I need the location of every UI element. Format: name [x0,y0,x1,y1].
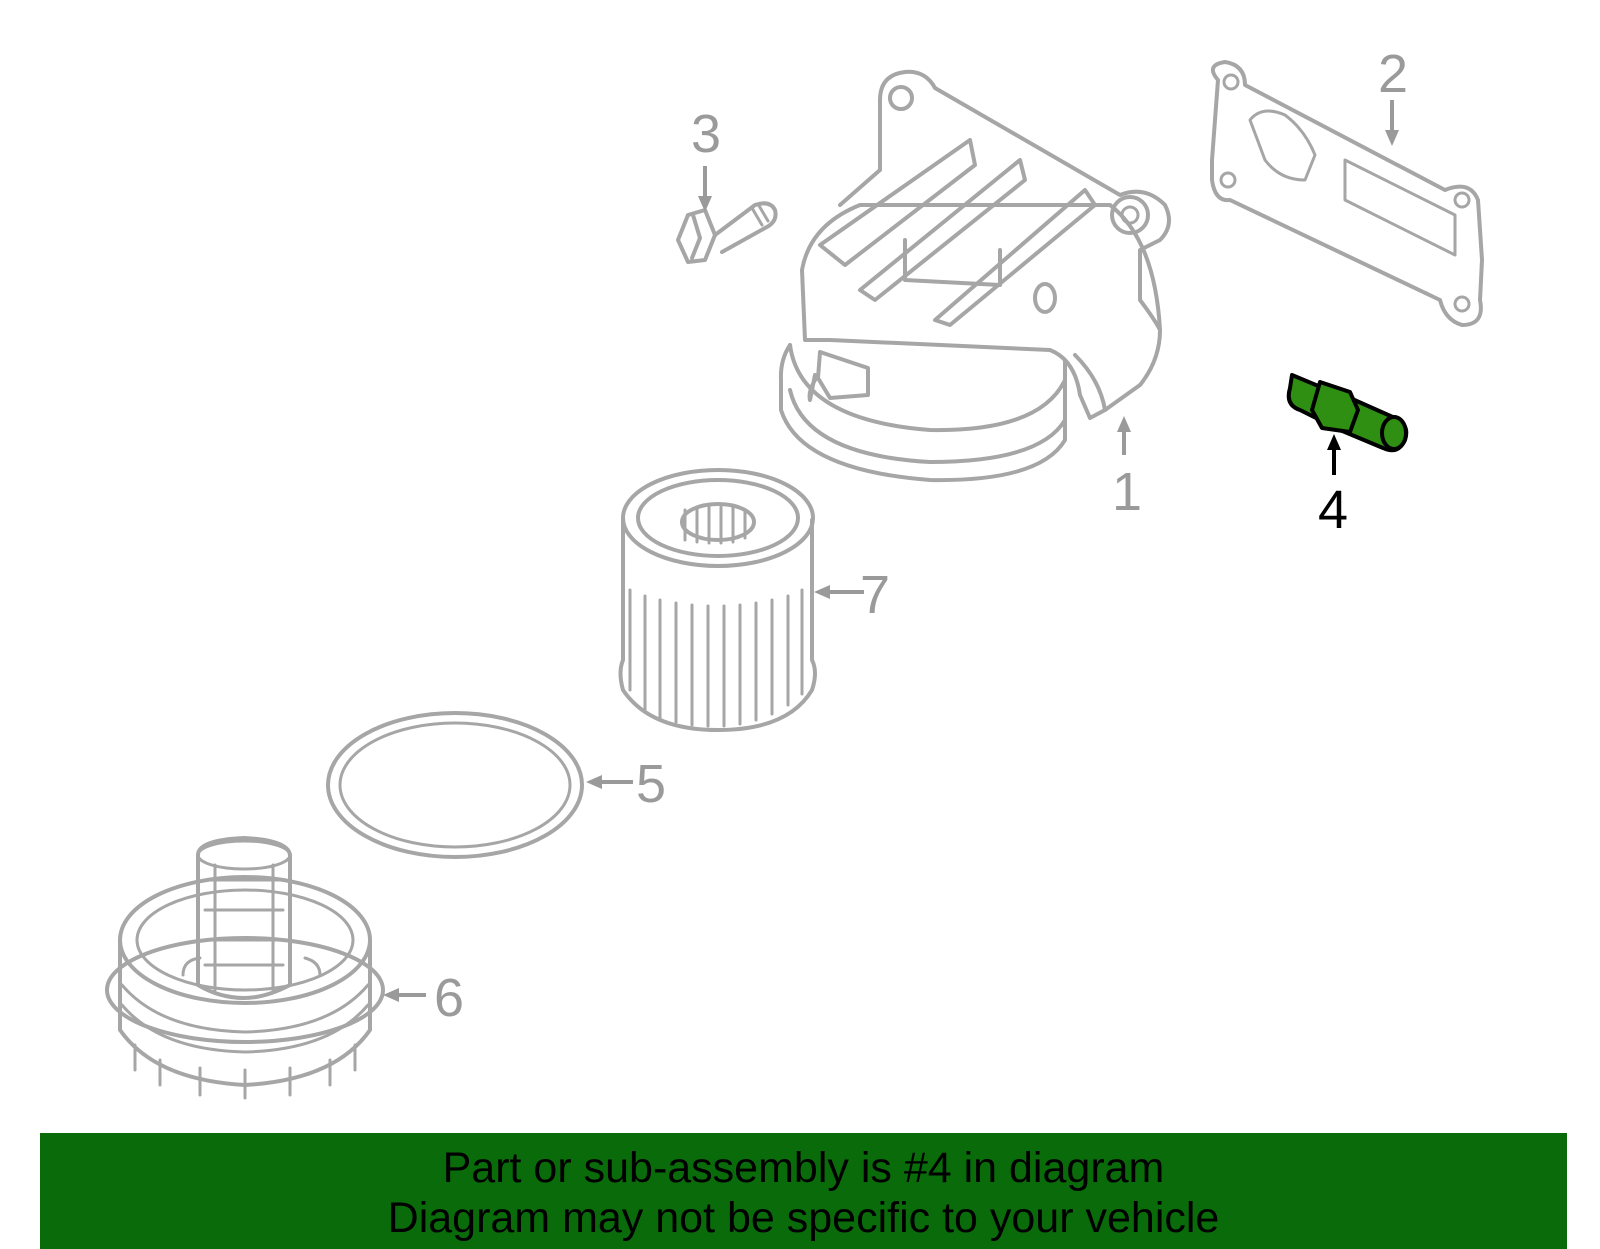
callout-6: 6 [434,968,464,1028]
banner-line-1: Part or sub-assembly is #4 in diagram [442,1144,1165,1192]
part-1-filter-housing [778,69,1171,483]
callout-5: 5 [636,754,666,814]
parts-diagram: 1 2 3 4 5 6 7 [105,44,1484,1100]
callout-2: 2 [1378,44,1408,104]
part-2-gasket [1210,60,1484,327]
part-4-highlighted-sensor [1286,373,1409,453]
callout-3: 3 [691,104,721,164]
part-5-o-ring [326,711,584,859]
part-3-bolt [676,201,778,264]
callout-7: 7 [860,565,890,625]
info-banner: Part or sub-assembly is #4 in diagram Di… [40,1133,1567,1249]
leader-lines [383,100,1399,1002]
part-7-filter-element [618,468,817,732]
callout-1: 1 [1112,462,1142,522]
part-6-filter-cap [105,836,385,1100]
callout-4: 4 [1318,480,1348,540]
banner-line-2: Diagram may not be specific to your vehi… [387,1194,1220,1242]
